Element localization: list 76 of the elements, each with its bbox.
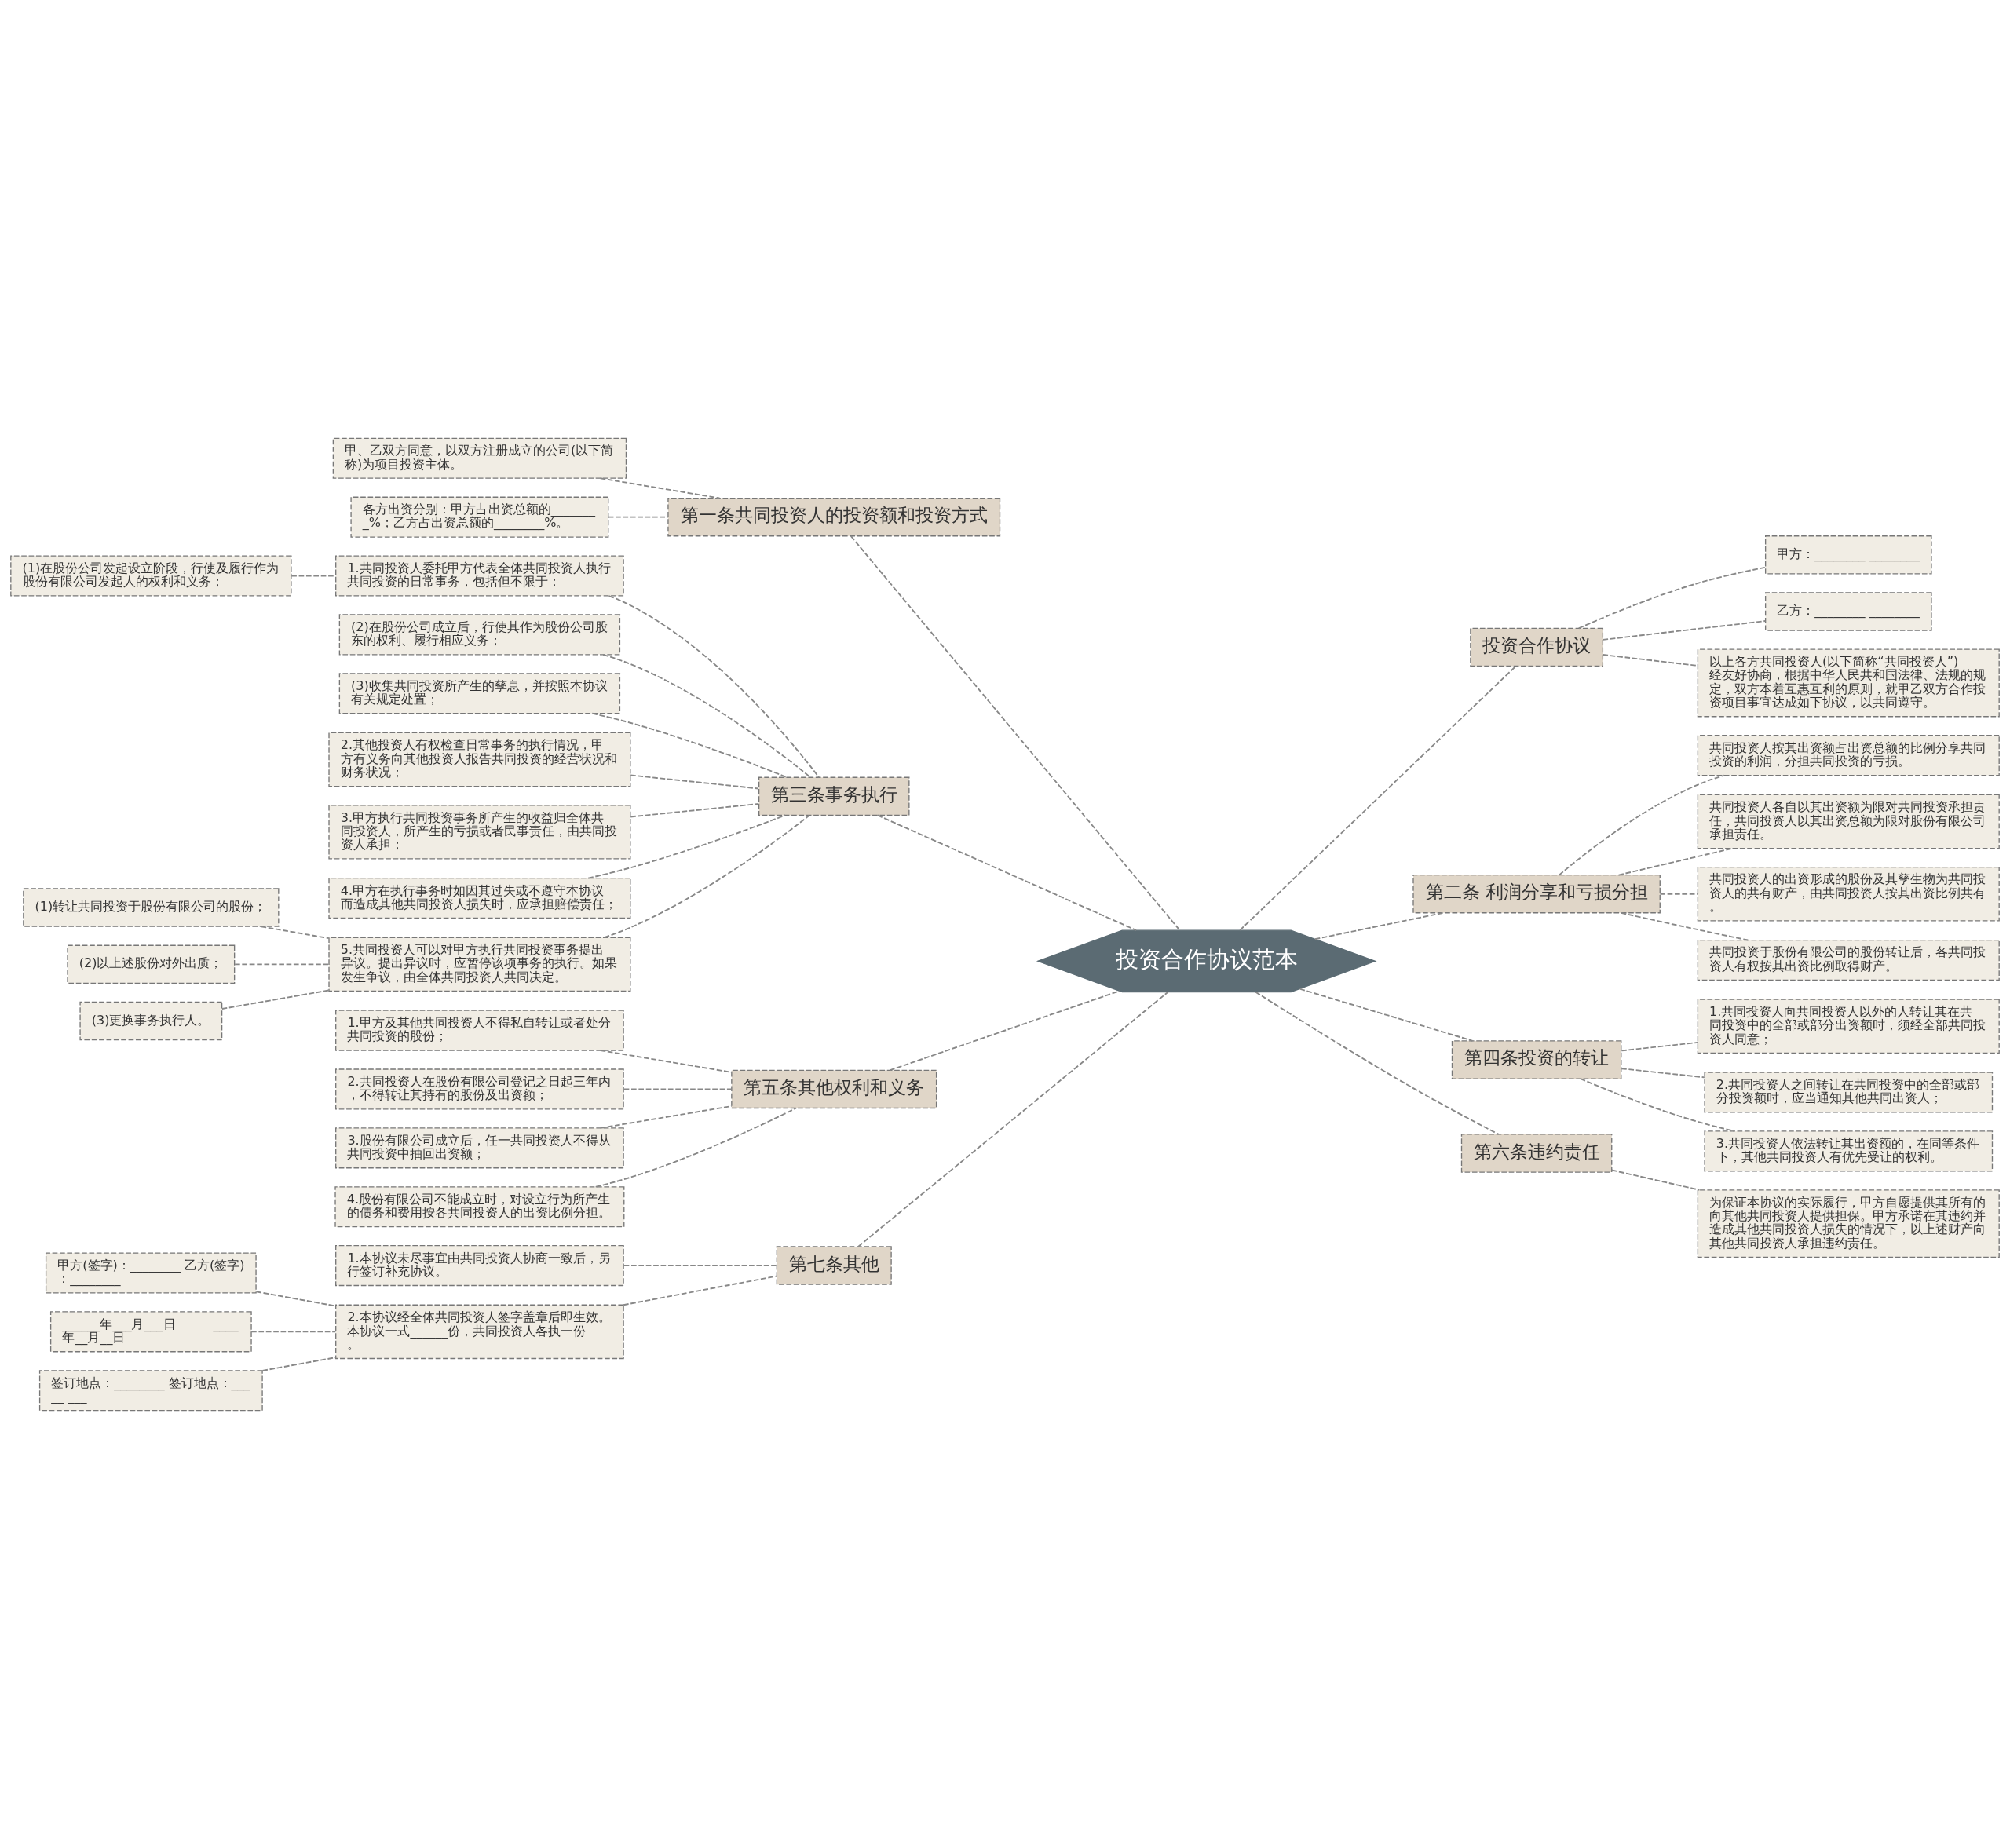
connector — [591, 712, 788, 778]
node-box: 1.共同投资人委托甲方代表全体共同投资人执行共同投资的日常事务，包括但不限于： — [335, 554, 624, 597]
node-box: 2.共同投资人在股份有限公司登记之日起三年内，不得转让其持有的股份及出资额； — [335, 1068, 624, 1110]
node-box: 共同投资于股份有限公司的股份转让后，各共同投资人有权按其出资比例取得财产。 — [1697, 939, 2000, 981]
node-box: 1.本协议未尽事宜由共同投资人协商一致后，另行签订补充协议。 — [335, 1244, 624, 1286]
node-box: 为保证本协议的实际履行，甲方自愿提供其所有的向其他共同投资人提供担保。甲方承诺在其违约并造成其他共同投资人损失的情况下，以上述财产向其他共同投资人承担违约责任。 — [1697, 1189, 2000, 1258]
node-box: ______年___月___日 ____年__月__日 — [49, 1310, 252, 1352]
connector — [1621, 1041, 1699, 1051]
connector — [1611, 1169, 1701, 1191]
connector — [630, 802, 759, 817]
node-box: 3.股份有限公司成立后，任一共同投资人不得从共同投资中抽回出资额； — [335, 1127, 624, 1168]
node-box: 1.共同投资人向共同投资人以外的人转让其在共同投资中的全部或部分出资额时，须经全部共同投资人同意； — [1697, 998, 2000, 1054]
connector — [260, 925, 330, 939]
node-box: (1)转让共同投资于股份有限公司的股份； — [23, 887, 280, 927]
connector — [1617, 847, 1734, 876]
connector — [587, 814, 787, 878]
connector — [850, 535, 1181, 931]
node-box: 各方出资分别：甲方占出资总额的________%；乙方占出资总额的________%。 — [350, 496, 609, 538]
connector — [1299, 988, 1474, 1042]
node-box: 第二条 利润分享和亏损分担 — [1412, 874, 1661, 913]
node-box: 第七条其他 — [776, 1245, 892, 1285]
connector — [602, 653, 811, 778]
node-box: 投资合作协议 — [1470, 627, 1604, 667]
node-box: 3.甲方执行共同投资事务所产生的收益归全体共同投资人，所产生的亏损或者民事责任，由共同投资人承担； — [328, 804, 631, 860]
node-box: 第五条其他权利和义务 — [731, 1069, 937, 1108]
connector — [889, 989, 1120, 1071]
connector — [1255, 991, 1500, 1135]
node-box: 1.甲方及其他共同投资人不得私自转让或者处分共同投资的股份； — [335, 1010, 624, 1051]
connector — [630, 774, 759, 789]
node-box: 5.共同投资人可以对甲方执行共同投资事务提出异议。提出异议时，应暂停该项事务的执行。如果发生争议，由全体共同投资人共同决定。 — [328, 937, 631, 992]
node-box: 2.其他投资人有权检查日常事务的执行情况，甲方有义务向其他投资人报告共同投资的经营状况和财务状况； — [328, 732, 631, 787]
node-box: 第四条投资的转让 — [1451, 1039, 1622, 1079]
node-box: 2.共同投资人之间转让在共同投资中的全部或部分投资额时，应当通知其他共同出资人； — [1704, 1071, 1994, 1113]
node-box: 乙方：________ ________ — [1764, 591, 1932, 631]
connector — [1580, 1077, 1736, 1132]
node-box: 甲方(签字)：________ 乙方(签字)：________ — [45, 1251, 257, 1294]
node-box: 第六条违约责任 — [1460, 1133, 1613, 1173]
node-box: (2)在股份公司成立后，行使其作为股份公司股东的权利、履行相应义务； — [338, 613, 621, 655]
node-box: (3)收集共同投资所产生的孳息，并按照本协议有关规定处置； — [338, 672, 621, 714]
node-box: 4.股份有限公司不能成立时，对设立行为所产生的债务和费用按各共同投资人的出资比例分担。 — [334, 1185, 625, 1227]
connector — [607, 516, 669, 518]
connector — [623, 1264, 777, 1266]
connector — [608, 594, 820, 778]
node-box: 以上各方共同投资人(以下简称“共同投资人”)经友好协商，根据中华人民共和国法律、法规的规定，双方本着互惠互利的原则，就甲乙双方合作投资项目事宜达成如下协议，以共同遵守。 — [1697, 648, 2000, 717]
connector — [594, 1107, 797, 1188]
node-box: (3)更换事务执行人。 — [79, 1001, 223, 1040]
node-box: 共同投资人的出资形成的股份及其孳生物为共同投资人的共有财产，由共同投资人按其出资比例共有。 — [1697, 866, 2000, 921]
connector — [1602, 619, 1767, 641]
node-box: 共同投资人按其出资额占出资总额的比例分享共同投资的利润，分担共同投资的亏损。 — [1697, 734, 2000, 776]
connector — [599, 1105, 733, 1129]
node-box: 3.共同投资人依法转让其出资额的，在同等条件下，其他共同投资人有优先受让的权利。 — [1704, 1130, 1994, 1171]
connector — [250, 1330, 337, 1332]
connector — [1577, 566, 1767, 629]
node-box: (1)在股份公司发起设立阶段，行使及履行作为股份有限公司发起人的权利和义务； — [10, 554, 292, 597]
connector — [599, 1049, 733, 1073]
connector — [1314, 911, 1444, 940]
node-box: 第三条事务执行 — [758, 776, 910, 816]
connector — [876, 814, 1137, 931]
connector — [234, 962, 330, 965]
node-box: 2.本协议经全体共同投资人签字盖章后即生效。本协议一式______份，共同投资人各执一份。 — [335, 1304, 624, 1359]
node-box: 甲方：________ ________ — [1764, 535, 1932, 575]
connector — [1621, 1067, 1705, 1078]
connector — [261, 1356, 337, 1371]
connector — [623, 1088, 733, 1090]
node-box: 4.甲方在执行事务时如因其过失或不遵守本协议而造成其他共同投资人损失时，应承担赔偿责任； — [328, 877, 631, 919]
connector — [221, 989, 330, 1010]
connector — [1239, 665, 1517, 931]
node-box: 甲、乙双方同意，以双方注册成立的公司(以下简称)为项目投资主体。 — [332, 437, 627, 479]
connector — [599, 477, 721, 499]
connector — [857, 991, 1169, 1247]
node-box: 签订地点：________ 签订地点：_____ ___ — [38, 1369, 263, 1411]
node-box: 第一条共同投资人的投资额和投资方式 — [667, 497, 1001, 536]
node-box: 共同投资人各自以其出资额为限对共同投资承担责任，共同投资人以其出资总额为限对股份有限公司承担责任。 — [1697, 794, 2000, 849]
node-box: (2)以上述股份对外出质； — [67, 944, 236, 984]
connector — [1659, 893, 1699, 895]
connector — [623, 1275, 778, 1306]
